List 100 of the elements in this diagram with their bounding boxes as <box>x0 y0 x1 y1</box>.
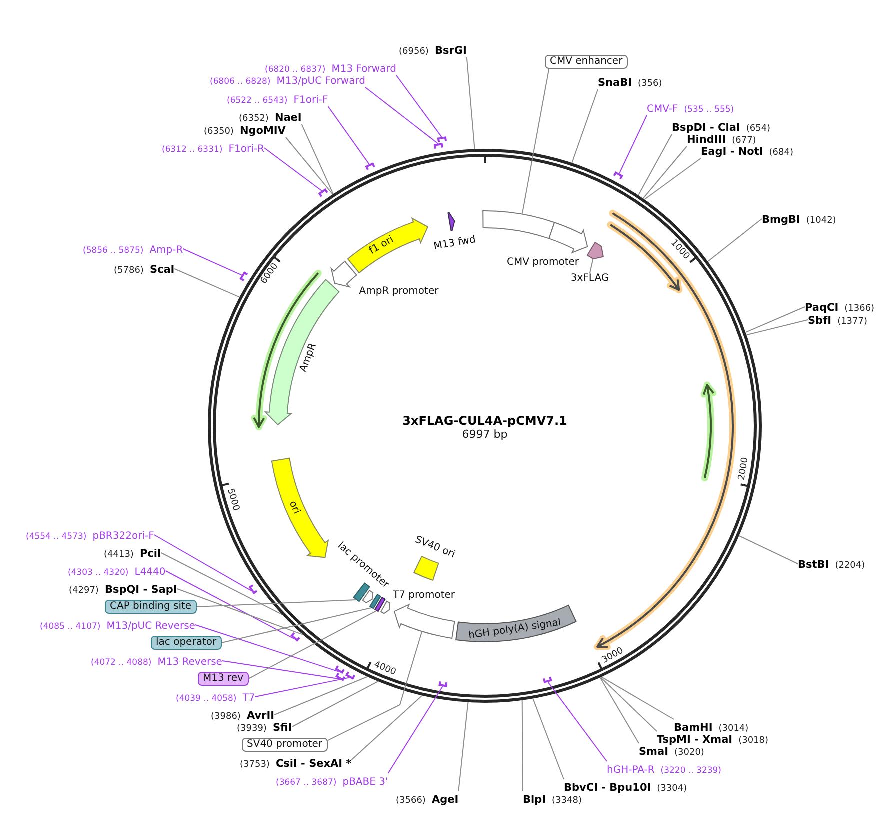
leader-line <box>522 68 550 214</box>
primer-name: F1ori-R <box>228 144 264 154</box>
cut-position: (1366) <box>844 304 875 314</box>
cut-position: (3020) <box>674 748 704 758</box>
cut-position: (684) <box>769 148 794 158</box>
feature-label: AmpR promoter <box>359 286 439 298</box>
feature-label: SV40 ori <box>413 534 457 562</box>
leader-line <box>601 676 674 720</box>
feature-tag: CMV enhancer <box>545 55 628 69</box>
cut-position: (6350) <box>204 126 234 136</box>
enzyme-name: TspMI - XmaI <box>657 734 733 746</box>
leader-line <box>707 218 762 262</box>
primer-name: M13/pUC Forward <box>276 76 366 86</box>
scale-label: 5000 <box>224 486 242 512</box>
enzyme-name: NaeI <box>274 112 302 124</box>
leader-line <box>176 588 304 636</box>
leader-line <box>274 676 368 716</box>
feature-block: hGH poly(A) signal <box>454 603 578 644</box>
primer-name: pBR322ori-F <box>92 530 154 542</box>
cut-position: (3018) <box>738 736 769 746</box>
primer-range: (5856 .. 5875) <box>83 246 144 256</box>
enzyme-name: SbfI <box>808 314 832 326</box>
leader-line <box>292 681 379 728</box>
leader-line <box>327 632 422 742</box>
leader-line <box>248 610 377 680</box>
enzyme-name: HindIII <box>687 134 726 146</box>
enzyme-name: AgeI <box>432 794 459 806</box>
enzyme-name: CsiI - SexAI * <box>276 758 352 770</box>
primer-range: (4554 .. 4573) <box>26 532 87 542</box>
enzyme-name: NgoMIV <box>240 124 286 136</box>
enzyme-name: SfiI <box>272 722 292 734</box>
primer-name: hGH-PA-R <box>607 764 655 776</box>
cut-position: (1377) <box>838 316 868 326</box>
primer-name: M13/pUC Reverse <box>106 620 196 632</box>
leader-line <box>301 124 334 195</box>
enzyme-name: BspDI - ClaI <box>672 122 740 134</box>
leader-line <box>182 248 242 276</box>
cut-position: (3753) <box>240 760 270 770</box>
cut-position: (4413) <box>104 550 134 560</box>
enzyme-name: PciI <box>140 548 162 560</box>
cut-position: (3304) <box>657 784 688 794</box>
leader-line <box>458 702 469 792</box>
leader-line <box>522 700 524 792</box>
primer-range: (4085 .. 4107) <box>40 622 101 632</box>
leader-line <box>638 134 672 196</box>
primer-name: F1ori-F <box>294 94 328 106</box>
primer-range: (4303 .. 4320) <box>68 568 129 578</box>
cut-position: (3014) <box>718 724 749 734</box>
feature-label: AmpR <box>298 342 320 374</box>
cut-position: (3986) <box>211 712 241 722</box>
enzyme-name: AvrII <box>246 710 275 722</box>
leader-line <box>642 146 688 200</box>
enzyme-name: EagI - NotI <box>701 146 764 158</box>
primer-range: (6312 .. 6331) <box>162 144 223 154</box>
enzyme-name: PaqCI <box>805 302 839 314</box>
leader-line <box>165 570 294 640</box>
cut-position: (3939) <box>237 724 267 734</box>
leader-line <box>532 698 564 780</box>
primer-range: (535 .. 555) <box>684 104 734 114</box>
enzyme-name: BamHI <box>674 722 713 734</box>
plasmid-name: 3xFLAG-CUL4A-pCMV7.1 <box>402 415 568 427</box>
leader-line <box>396 75 442 138</box>
leader-line <box>174 268 240 298</box>
primer-range: (3220 .. 3239) <box>660 766 722 776</box>
cut-position: (677) <box>732 136 756 146</box>
enzyme-name: BsrGI <box>434 44 467 56</box>
leader-line <box>548 682 608 762</box>
leader-line <box>364 87 439 144</box>
leader-line <box>644 158 702 200</box>
enzyme-name: BlpI <box>523 794 546 806</box>
enzyme-name: BspQI - SapI <box>104 584 178 596</box>
primer-name: CMV-F <box>647 104 678 114</box>
cut-position: (356) <box>638 78 662 88</box>
feature-block: ori <box>270 456 330 560</box>
primer-range: (4039 .. 4058) <box>176 694 237 704</box>
primer-range: (3667 .. 3687) <box>276 778 337 788</box>
cut-position: (6956) <box>399 46 429 56</box>
primer-name: M13 Reverse <box>158 656 222 668</box>
feature-tag: M13 rev <box>198 672 248 686</box>
leader-line <box>328 106 370 165</box>
primer-name: L4440 <box>134 566 166 578</box>
cut-position: (2204) <box>835 560 866 570</box>
feature-tag: CAP binding site <box>105 600 197 614</box>
plasmid-length: 6997 bp <box>462 429 508 441</box>
primer-name: M13 Forward <box>332 64 396 74</box>
cut-position: (1042) <box>806 216 836 226</box>
leader-line <box>746 320 808 336</box>
feature-label: CMV promoter <box>506 257 580 269</box>
leader-line <box>745 306 806 334</box>
primer-range: (6820 .. 6837) <box>265 64 326 74</box>
primer-range: (6522 .. 6543) <box>227 96 288 106</box>
leader-line <box>738 536 798 564</box>
enzyme-name: ScaI <box>150 264 175 276</box>
leader-line <box>221 608 372 644</box>
feature-label: T7 promoter <box>392 590 456 602</box>
leader-line <box>160 552 283 616</box>
leader-line <box>196 600 357 608</box>
leader-line <box>600 677 640 744</box>
leader-line <box>590 259 594 274</box>
feature-tag: lac operator <box>151 636 222 650</box>
